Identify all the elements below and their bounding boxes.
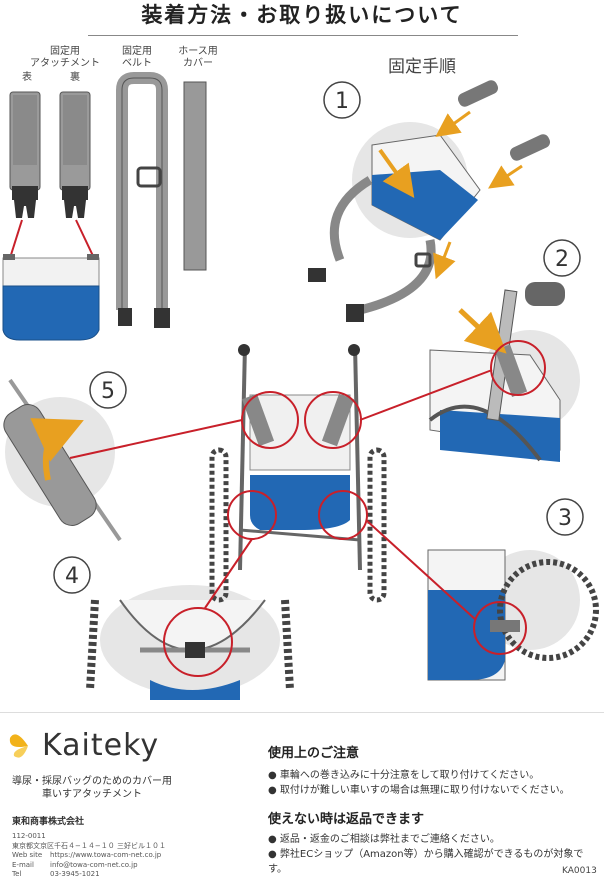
attachment-label-line2: アタッチメント <box>30 58 100 69</box>
step-1-number: 1 <box>335 89 349 114</box>
belt-label: 固定用 ベルト <box>112 46 162 70</box>
front-label: 表 <box>22 72 32 83</box>
return-item: ● 返品・返金のご相談は弊社までご連絡ください。 <box>268 834 500 845</box>
cautions-heading: 使用上のご注意 <box>268 746 360 761</box>
brand-subtitle-line2: 車いすアタッチメント <box>42 789 142 800</box>
company-address-block: 112-0011 東京都文京区千石４−１４−１０ 三好ビル１０１ Web sit… <box>12 832 232 880</box>
step3-drawing <box>427 549 599 681</box>
company-name: 東和商事株式会社 <box>12 817 85 827</box>
caution-item: ● 車輪への巻き込みに十分注意をして取り付けてください。 <box>268 770 540 781</box>
step4-drawing <box>86 599 294 700</box>
email-label: E-mail <box>12 860 34 869</box>
brand-subtitle: 導尿・採尿バッグのためのカバー用 車いすアタッチメント <box>12 775 172 801</box>
returns-heading: 使えない時は返品できます <box>268 812 425 827</box>
brand-subtitle-line1: 導尿・採尿バッグのためのカバー用 <box>12 776 172 787</box>
step-2-number: 2 <box>555 247 569 272</box>
attachment-back <box>59 91 91 218</box>
bag-cover <box>2 254 100 341</box>
brand-name: Kaiteky <box>42 728 160 763</box>
email-link[interactable]: info@towa-com-net.co.jp <box>50 860 138 869</box>
step4-callout <box>163 607 233 677</box>
belt-label-line1: 固定用 <box>122 46 152 57</box>
back-label: 裏 <box>70 72 80 83</box>
step3-callout <box>473 601 527 655</box>
step5-drawing <box>3 378 122 542</box>
step-5-number: 5 <box>101 379 115 404</box>
butterfly-logo-icon <box>8 726 48 766</box>
return-item: ● 弊社ECショップ（Amazon等）から購入確認ができるものが対象です。 <box>268 849 584 875</box>
attachment-label: 固定用 アタッチメント <box>20 46 110 70</box>
hose-cover <box>183 81 207 271</box>
steps-title: 固定手順 <box>388 57 456 77</box>
web-label: Web site <box>12 851 43 859</box>
cover-label-line2: カバー <box>183 58 213 69</box>
tel-label: Tel <box>12 870 22 878</box>
page-title: 装着方法・お取り扱いについて <box>141 3 463 27</box>
caution-item: ● 取付けが難しい車いすの場合は無理に取り付けないでください。 <box>268 785 570 796</box>
attachment-label-line1: 固定用 <box>50 46 80 57</box>
step2-drawing <box>428 282 565 462</box>
installation-illustration: 1 2 3 4 5 <box>2 72 599 700</box>
step-4-number: 4 <box>65 564 79 589</box>
footer-divider <box>0 712 604 713</box>
title-divider <box>88 35 518 36</box>
cautions-list: ● 車輪への巻き込みに十分注意をして取り付けてください。 ● 取付けが難しい車い… <box>268 768 598 798</box>
belt-label-line2: ベルト <box>122 58 152 69</box>
cover-label-line1: ホース用 <box>178 46 218 57</box>
web-link[interactable]: https://www.towa-com-net.co.jp <box>50 851 162 859</box>
postal-code: 112-0011 <box>12 832 46 840</box>
step-3-number: 3 <box>558 506 572 531</box>
callout-right-bottom <box>318 490 368 540</box>
step1-drawing <box>308 80 551 322</box>
address: 東京都文京区千石４−１４−１０ 三好ビル１０１ <box>12 841 166 850</box>
wheelchair-drawing <box>209 344 387 603</box>
cover-label: ホース用 カバー <box>168 46 228 70</box>
attachment-front <box>9 91 41 218</box>
returns-list: ● 返品・返金のご相談は弊社までご連絡ください。 ● 弊社ECショップ（Amaz… <box>268 832 602 877</box>
product-code: KA0013 <box>562 866 597 876</box>
step2-callout <box>490 340 546 396</box>
fixing-belt <box>116 72 170 328</box>
tel-number: 03-3945-1021 <box>50 870 100 878</box>
